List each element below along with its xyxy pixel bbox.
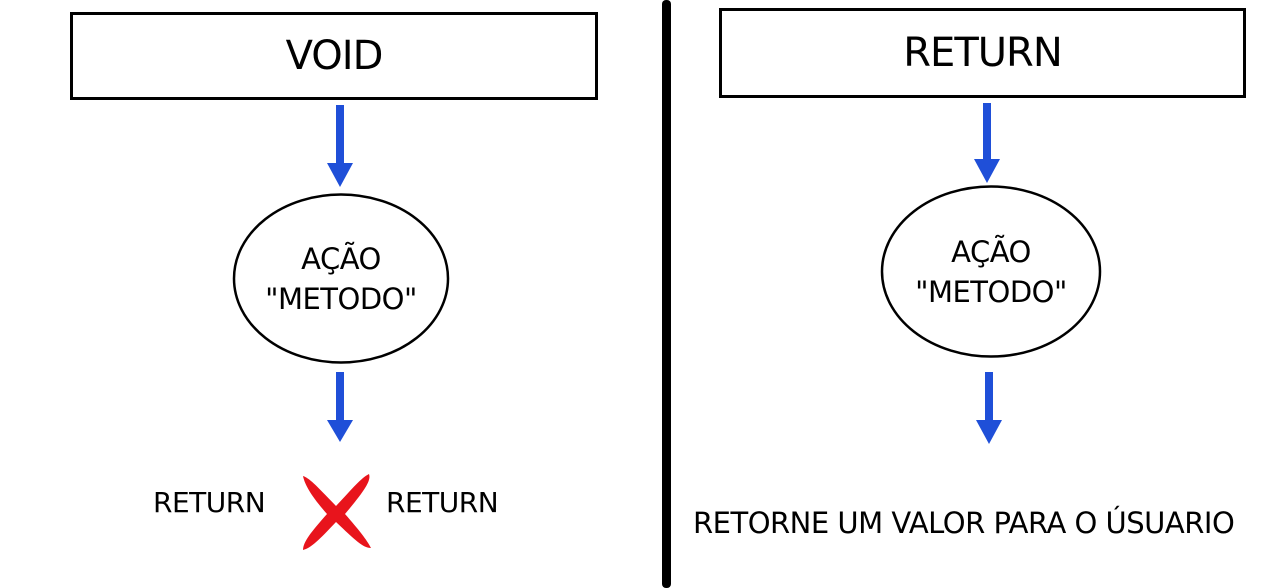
return-label-left: RETURN — [153, 486, 266, 519]
void-title: VOID — [285, 33, 384, 79]
return-panel: RETURN AÇÃO "METODO" RETORNE UM VALOR PA… — [672, 0, 1284, 588]
node-ellipse — [232, 193, 450, 364]
panel-divider — [662, 0, 671, 588]
node-label-line2: "METODO" — [915, 274, 1067, 309]
return-label-right: RETURN — [386, 486, 499, 519]
action-method-node: AÇÃO "METODO" — [231, 192, 451, 365]
node-label-line2: "METODO" — [265, 281, 417, 316]
arrow-down-icon — [327, 105, 353, 187]
node-label-line1: AÇÃO — [301, 241, 381, 276]
action-method-node: AÇÃO "METODO" — [879, 184, 1103, 359]
node-label: AÇÃO "METODO" — [265, 239, 417, 319]
return-title: RETURN — [903, 30, 1062, 76]
void-title-box: VOID — [70, 12, 598, 100]
node-ellipse — [880, 185, 1102, 358]
void-panel: VOID AÇÃO "METODO" RETURN RETURN — [70, 12, 598, 550]
node-label-line1: AÇÃO — [951, 234, 1031, 269]
node-label: AÇÃO "METODO" — [915, 232, 1067, 312]
x-mark-icon — [303, 474, 371, 550]
result-text: RETORNE UM VALOR PARA O ÚSUARIO — [693, 506, 1235, 540]
arrow-down-icon — [976, 372, 1002, 444]
return-title-box: RETURN — [719, 8, 1246, 98]
arrow-down-icon — [327, 372, 353, 442]
arrow-down-icon — [974, 103, 1000, 183]
